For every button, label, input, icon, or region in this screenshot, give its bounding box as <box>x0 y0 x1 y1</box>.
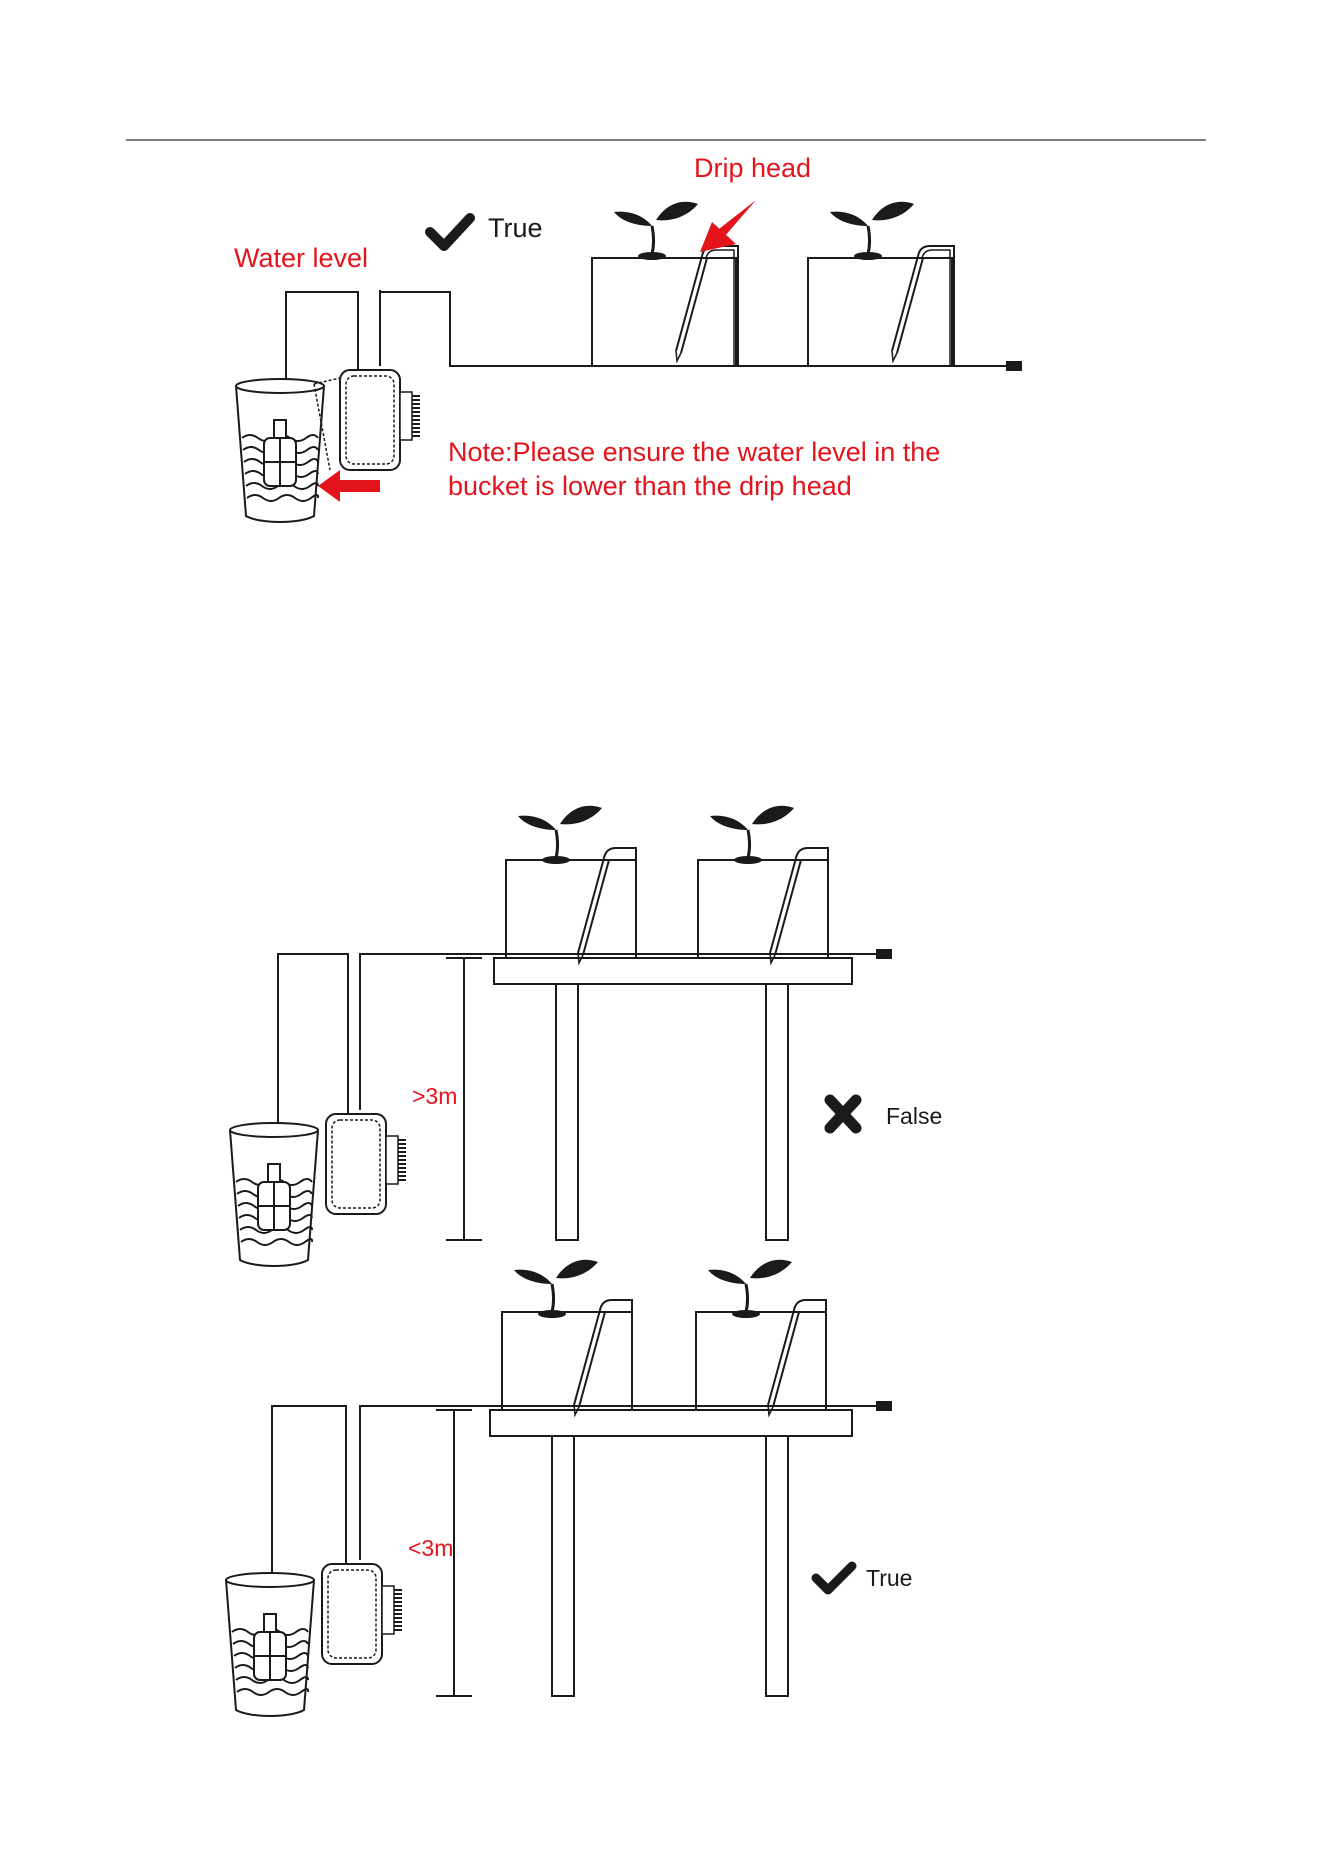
top-status-label: True <box>488 214 543 244</box>
line-end-cap <box>876 1401 892 1411</box>
pot-1 <box>502 1312 632 1410</box>
bottom-status-label: True <box>866 1566 912 1591</box>
table-top <box>494 958 852 984</box>
middle-height-label: >3m <box>412 1084 457 1109</box>
cross-icon <box>830 1100 856 1128</box>
sprout-2 <box>708 1260 792 1318</box>
note-line-1: Note:Please ensure the water level in th… <box>448 438 940 468</box>
check-icon <box>816 1566 852 1590</box>
bucket <box>230 1123 318 1266</box>
middle-diagram <box>230 806 892 1266</box>
note-line-2: bucket is lower than the drip head <box>448 472 852 502</box>
pot-2 <box>698 860 828 958</box>
pump-controller <box>326 1114 406 1214</box>
bucket <box>226 1573 314 1716</box>
sprout-2 <box>830 202 914 260</box>
middle-status-label: False <box>886 1104 942 1129</box>
table-leg-right <box>766 984 788 1240</box>
pot-1 <box>592 258 736 366</box>
table-leg-right <box>766 1436 788 1696</box>
drip-head-arrow <box>700 200 756 252</box>
pot-2 <box>808 258 952 366</box>
bottom-height-label: <3m <box>408 1536 453 1561</box>
table-leg-left <box>552 1436 574 1696</box>
pump-controller <box>322 1564 402 1664</box>
sprout-2 <box>710 806 794 864</box>
bucket <box>236 379 324 522</box>
table-leg-left <box>556 984 578 1240</box>
drip-head-label: Drip head <box>694 154 811 184</box>
check-icon <box>430 218 470 246</box>
sprout-1 <box>514 1260 598 1318</box>
pot-1 <box>506 860 636 958</box>
sprout-1 <box>518 806 602 864</box>
line-end-cap <box>1006 361 1022 371</box>
pump-controller <box>340 370 420 470</box>
water-level-label: Water level <box>234 244 368 274</box>
table-top <box>490 1410 852 1436</box>
bottom-diagram <box>226 1260 892 1716</box>
sprout-1 <box>614 202 698 260</box>
line-end-cap <box>876 949 892 959</box>
pot-2 <box>696 1312 826 1410</box>
water-level-arrow <box>318 470 380 502</box>
